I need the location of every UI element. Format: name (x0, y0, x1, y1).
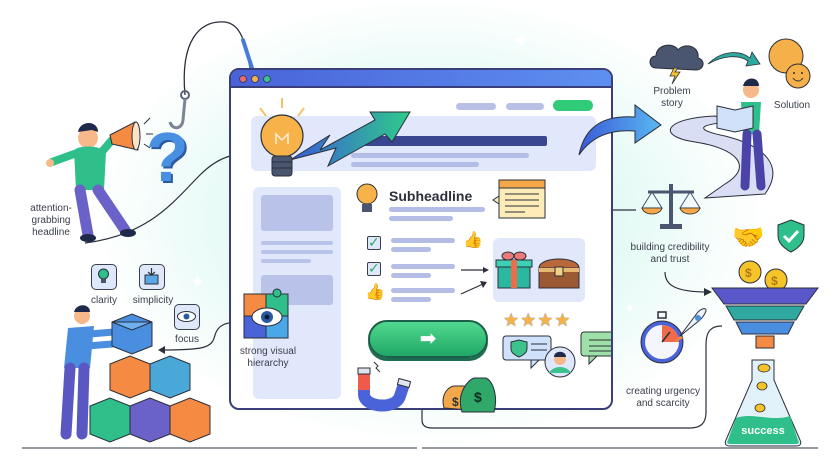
checkbox-icon: ✓ (367, 260, 381, 276)
urgency-label-line: creating urgency (626, 386, 700, 397)
testimonial-bubble (502, 335, 552, 370)
sun-smile-icon (768, 38, 811, 89)
simplicity-label: simplicity (132, 295, 174, 306)
clarity-bulb-icon (91, 264, 117, 290)
hierarchy-label: strong visual hierarchy (232, 346, 304, 370)
problem-label-line: Problem (653, 86, 691, 97)
lightbulb-icon (356, 183, 378, 212)
focus-label: focus (175, 334, 199, 345)
urgency-label-line: and scarcity (636, 398, 690, 409)
stopwatch-icon (640, 311, 684, 364)
problem-label-line: story (661, 98, 683, 109)
building-blocks-icon (60, 305, 211, 443)
hero-text-line (351, 153, 529, 158)
magnet-icon (357, 361, 412, 412)
thumbs-up-icon: 👍 (365, 284, 385, 301)
browser-title-bar (231, 70, 611, 88)
benefit-text-line (391, 288, 455, 293)
headline-label-line: attention- (30, 203, 72, 214)
story-arrow-icon (707, 51, 761, 67)
benefit-arrows (460, 267, 489, 295)
svg-text:$: $ (745, 266, 752, 280)
clarity-label: clarity (90, 295, 118, 306)
benefit-text-line (391, 273, 431, 278)
avatar-icon (544, 346, 576, 378)
treasure-chest-icon (538, 258, 580, 289)
shield-check-icon (777, 219, 805, 253)
headline-label-line: headline (32, 227, 70, 238)
benefit-text-line (391, 297, 431, 302)
benefit-text-line (391, 264, 455, 269)
credibility-label: building credibility and trust (622, 242, 718, 266)
svg-text:$: $ (452, 395, 459, 409)
hierarchy-label-line: hierarchy (247, 358, 289, 369)
svg-text:$: $ (474, 389, 482, 405)
sidebar-text-line (261, 259, 311, 263)
subheadline-text: Subheadline (389, 188, 473, 204)
success-label: success (741, 425, 785, 437)
rating-stars: ★★★★ (503, 310, 572, 330)
problem-story-label: Problem story (650, 86, 694, 110)
curved-arrow-icon (578, 103, 662, 156)
headline-label-line: grabbing (31, 215, 71, 226)
benefit-text-line (391, 238, 455, 243)
note-icon (492, 179, 546, 219)
rocket-icon (674, 308, 707, 342)
sparkle-icon: ✦ (190, 272, 206, 292)
credibility-label-line: building credibility (630, 242, 710, 253)
puzzle-eye-icon (243, 288, 289, 339)
arrow-right-icon: ➡ (419, 328, 437, 350)
storm-cloud-icon (649, 44, 704, 85)
scales-icon (641, 184, 701, 229)
megaphone-person-illustration (46, 117, 153, 242)
checkbox-icon: ✓ (367, 234, 381, 250)
chat-bubble-icon (580, 331, 611, 366)
solution-label: Solution (773, 100, 811, 111)
money-bag-icon: $ $ (442, 377, 497, 413)
urgency-label: creating urgency and scarcity (620, 386, 706, 410)
sidebar-text-line (261, 241, 333, 245)
window-maximize-dot[interactable] (263, 75, 271, 83)
nav-link[interactable] (456, 103, 496, 110)
hierarchy-label-line: strong visual (239, 346, 297, 357)
question-mark-icon: ? (146, 118, 189, 196)
sparkle-icon: ✦ (512, 28, 531, 53)
benefit-text-line (391, 247, 431, 252)
thumbs-up-icon: 👍 (463, 232, 483, 249)
growth-arrow-icon (289, 111, 411, 168)
svg-text:$: $ (771, 274, 778, 288)
sparkle-icon: ✦ (624, 300, 636, 316)
main-cta-button[interactable]: ➡ (368, 320, 488, 358)
window-minimize-dot[interactable] (251, 75, 259, 83)
hero-headline-bar (351, 136, 547, 146)
sidebar-panel (253, 187, 341, 399)
flask-icon (724, 359, 802, 447)
map-reader-icon (670, 78, 774, 199)
focus-eye-icon (174, 304, 200, 330)
handshake-icon: 🤝 (732, 222, 765, 252)
simplicity-box-icon (139, 264, 165, 290)
nav-link[interactable] (506, 103, 544, 110)
credibility-label-line: and trust (650, 254, 690, 265)
subheadline-text-line (389, 216, 453, 221)
sidebar-text-line (261, 250, 333, 254)
headline-label: attention- grabbing headline (26, 203, 76, 239)
funnel-icon: $ $ (711, 260, 819, 349)
hero-text-line (351, 162, 479, 167)
gift-icon (495, 251, 533, 289)
window-close-dot[interactable] (239, 75, 247, 83)
header-cta-button[interactable] (553, 100, 593, 111)
lightbulb-icon (259, 98, 305, 177)
subheadline-text-line (389, 207, 485, 212)
sidebar-image-block (261, 195, 333, 231)
